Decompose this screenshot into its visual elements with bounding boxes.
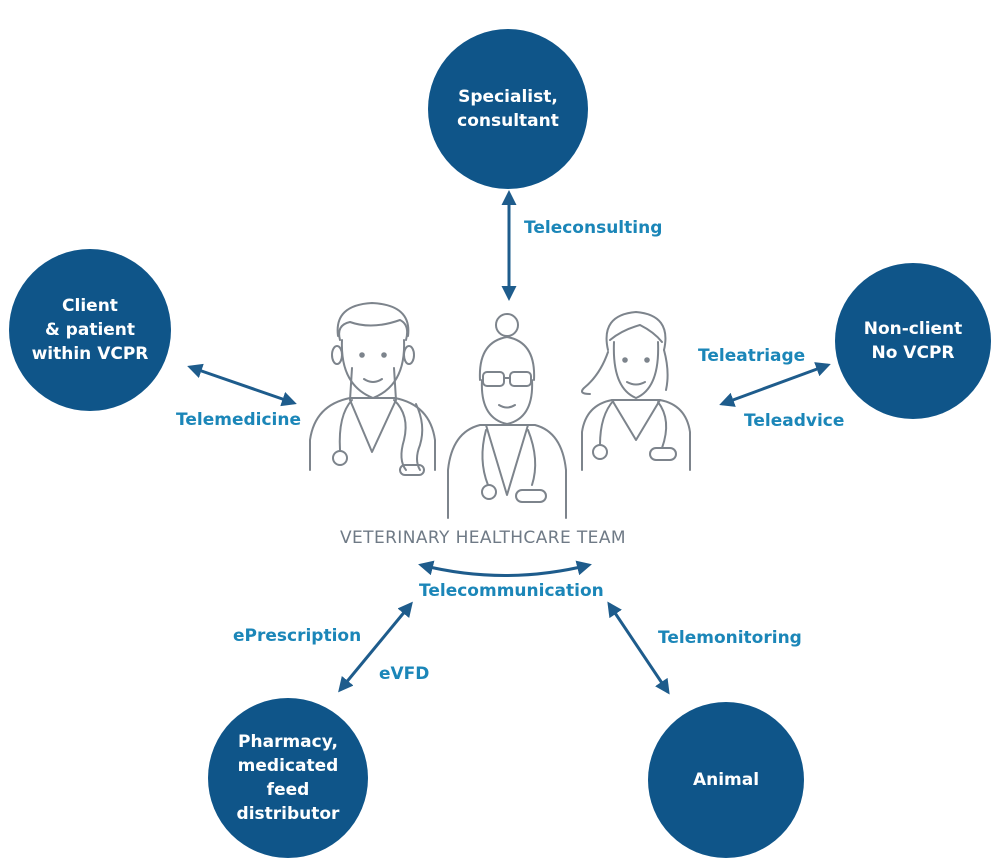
label-evfd: eVFD: [379, 664, 430, 684]
label-telemonitoring: Telemonitoring: [658, 628, 802, 648]
arrow-telemonitoring: [607, 601, 670, 695]
female-veterinarian-glasses-icon: [447, 313, 567, 519]
arrow-eprescription: [338, 601, 413, 693]
label-teleadvice: Teleadvice: [744, 411, 845, 431]
arrow-telemedicine: [187, 363, 297, 407]
team-title: VETERINARY HEALTHCARE TEAM: [340, 528, 626, 548]
node-non-client: Non-client No VCPR: [835, 263, 991, 419]
node-pharmacy-line-1: Pharmacy,: [238, 732, 338, 752]
arrow-telecommunication: [418, 560, 592, 577]
node-non-client-line-2: No VCPR: [871, 343, 955, 363]
label-telecommunication: Telecommunication: [419, 581, 604, 601]
node-client-line-1: Client: [62, 296, 118, 316]
node-specialist: Specialist, consultant: [428, 29, 588, 189]
node-client-line-3: within VCPR: [31, 344, 149, 364]
node-pharmacy-line-2: medicated: [237, 756, 339, 776]
label-teleatriage: Teleatriage: [698, 346, 806, 366]
male-veterinarian-icon: [309, 302, 436, 476]
node-client: Client & patient within VCPR: [9, 249, 171, 411]
node-specialist-line-1: Specialist,: [458, 87, 558, 107]
node-non-client-line-1: Non-client: [863, 319, 963, 339]
arrow-teleatriage: [719, 362, 831, 407]
node-animal-line-1: Animal: [692, 770, 760, 790]
female-veterinarian-icon: [581, 311, 691, 471]
node-pharmacy-line-4: distributor: [236, 804, 340, 824]
label-telemedicine: Telemedicine: [176, 410, 302, 430]
node-pharmacy-line-3: feed: [266, 780, 310, 800]
node-pharmacy: Pharmacy, medicated feed distributor: [208, 698, 368, 858]
label-eprescription: ePrescription: [233, 626, 362, 646]
node-animal: Animal: [648, 702, 804, 858]
node-specialist-line-2: consultant: [457, 111, 559, 131]
node-client-line-2: & patient: [44, 320, 136, 340]
label-teleconsulting: Teleconsulting: [524, 218, 663, 238]
